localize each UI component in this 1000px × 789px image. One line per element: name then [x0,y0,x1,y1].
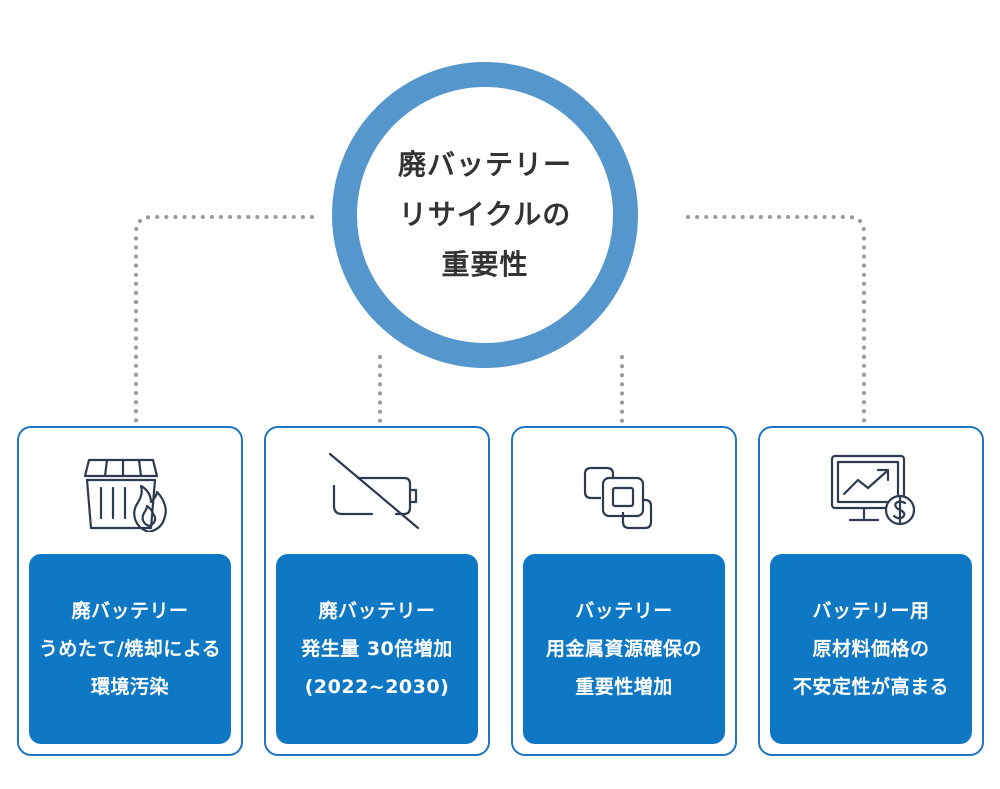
card-3-line-1: バッテリー [575,600,673,622]
card-3-line-3: 重要性増加 [575,676,673,698]
central-topic-circle: 廃バッテリー リサイクルの 重要性 [332,62,638,368]
card-2-body: 廃バッテリー 発生量 30倍増加 (2022~2030) [276,554,478,744]
card-3-line-2: 用金属資源確保の [545,638,702,660]
card-waste-battery-increase: 廃バッテリー 発生量 30倍増加 (2022~2030) [264,426,490,756]
card-2-line-3: (2022~2030) [304,676,450,698]
card-4-line-3: 不安定性が高まる [792,676,949,698]
card-4-line-1: バッテリー用 [812,600,930,622]
card-raw-material-price-instability: バッテリー用 原材料価格の 不安定性が高まる [758,426,984,756]
card-metal-resource-security: バッテリー 用金属資源確保の 重要性増加 [511,426,737,756]
battery-slash-icon [328,452,420,530]
card-2-line-1: 廃バッテリー [318,600,436,622]
monitor-chart-dollar-icon [830,454,916,526]
connector-left [134,215,314,424]
central-topic-title: 廃バッテリー リサイクルの 重要性 [398,140,572,290]
card-environmental-pollution: 廃バッテリー うめたて/焼却による 環境汚染 [17,426,243,756]
central-topic-line-2: リサイクルの [398,198,572,231]
card-1-line-1: 廃バッテリー [71,600,189,622]
garbage-bin-fire-icon [83,458,167,532]
card-4-body: バッテリー用 原材料価格の 不安定性が高まる [770,554,972,744]
card-1-line-3: 環境汚染 [90,676,169,698]
card-2-line-2: 発生量 30倍増加 [301,638,453,660]
central-topic-line-3: 重要性 [441,248,529,281]
stacked-squares-icon [583,466,653,530]
card-3-body: バッテリー 用金属資源確保の 重要性増加 [523,554,725,744]
central-topic-line-1: 廃バッテリー [397,148,572,181]
card-4-line-2: 原材料価格の [812,638,930,660]
card-1-body: 廃バッテリー うめたて/焼却による 環境汚染 [29,554,231,744]
connector-right [686,215,866,424]
card-1-line-2: うめたて/焼却による [38,638,222,660]
